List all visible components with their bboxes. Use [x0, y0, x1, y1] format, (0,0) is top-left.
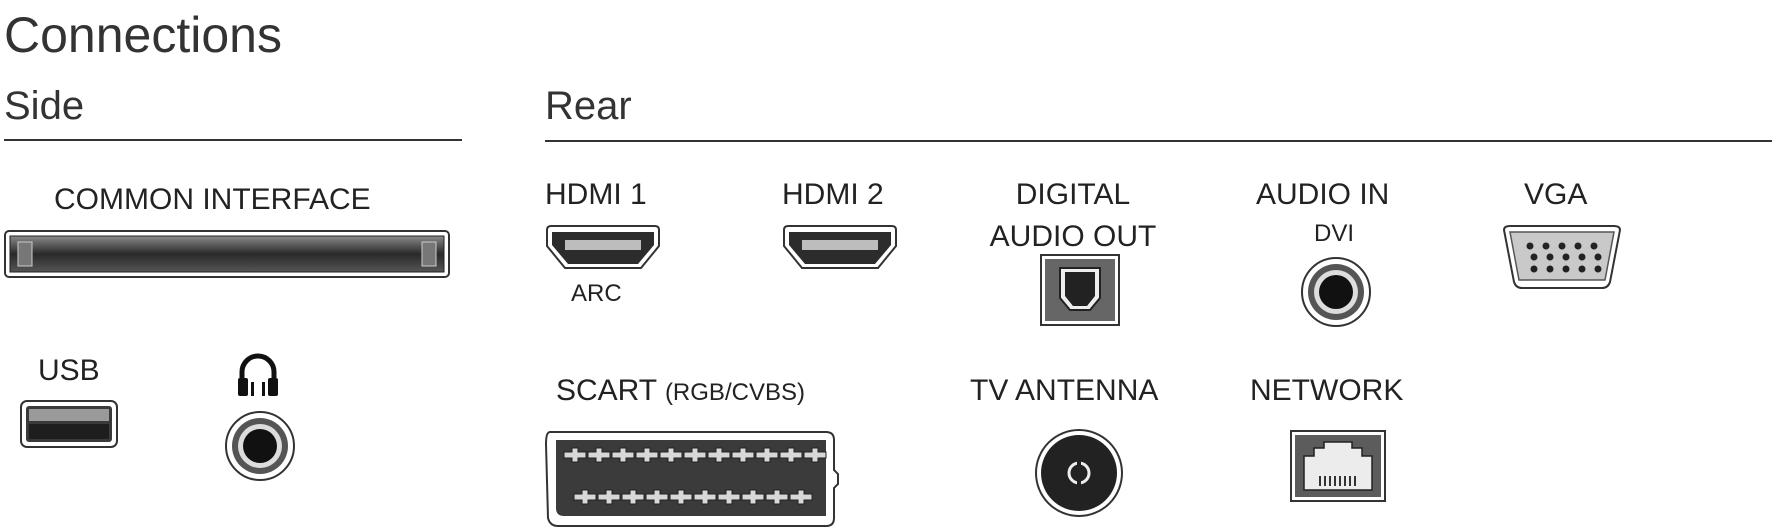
hdmi1-arc-label: ARC [571, 280, 622, 307]
audio-in-label: AUDIO IN [1256, 178, 1390, 211]
scart-label-sub: (RGB/CVBS) [664, 379, 805, 406]
scart-port-icon [544, 430, 840, 528]
scart-label-main: SCART [556, 374, 657, 407]
audio-in-jack [1300, 256, 1372, 328]
section-rear-divider [545, 140, 1772, 142]
hdmi2-label: HDMI 2 [782, 178, 884, 211]
hdmi1-port-icon [545, 224, 661, 272]
scart-label: SCART (RGB/CVBS) [556, 374, 805, 408]
vga-label: VGA [1524, 178, 1588, 211]
audio-in-dvi-label: DVI [1313, 220, 1354, 247]
tv-antenna-label: TV ANTENNA [970, 374, 1159, 407]
common-interface-slot [4, 230, 450, 278]
common-interface-label: COMMON INTERFACE [54, 183, 371, 216]
digital-audio-out-label-line2: AUDIO OUT [989, 220, 1157, 253]
optical-port-icon [1040, 254, 1120, 326]
page-title: Connections [4, 7, 282, 63]
ethernet-port-icon [1290, 430, 1386, 502]
vga-port-icon [1500, 224, 1624, 290]
digital-audio-out-label-line1: DIGITAL [1015, 178, 1131, 211]
headphone-jack [224, 410, 296, 482]
usb-label: USB [38, 354, 100, 387]
section-rear-title: Rear [545, 84, 632, 128]
headphones-icon [236, 352, 280, 398]
section-side-title: Side [4, 84, 85, 128]
hdmi1-label: HDMI 1 [545, 178, 647, 211]
network-label: NETWORK [1250, 374, 1404, 407]
antenna-port-icon [1034, 428, 1124, 518]
hdmi2-port-icon [782, 224, 898, 272]
section-side-divider [4, 139, 462, 141]
usb-port-icon [20, 400, 118, 448]
